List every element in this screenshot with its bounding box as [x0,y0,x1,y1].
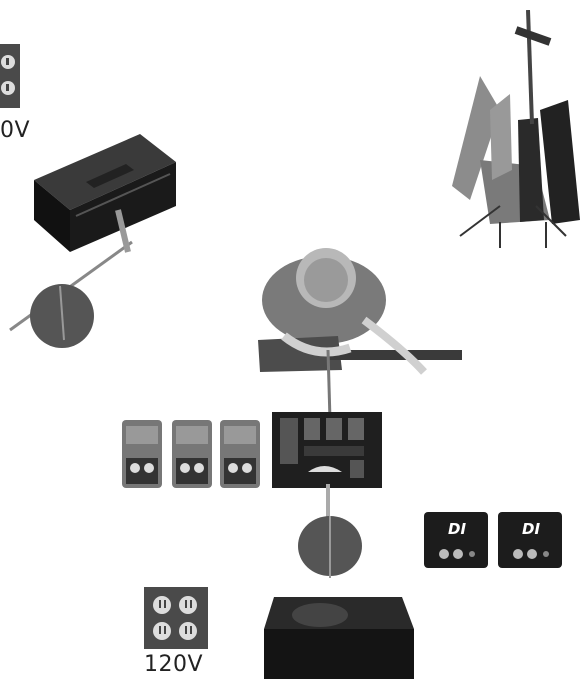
pedalboard-icon [270,410,384,490]
guitarist-icon [254,240,464,390]
outlet-icon [0,44,20,108]
pedal-icon-1 [120,418,164,490]
di-box-icon-2: DI [496,510,564,570]
di-label-2: DI [522,520,540,538]
pedal-icon-3 [218,418,262,490]
pedal-icon-2 [170,418,214,490]
di-box-icon-1: DI [422,510,490,570]
outlet-voltage-label-bottom: 120V [144,652,203,677]
di-label-1: DI [448,520,466,538]
outlet-voltage-label-top: 0V [0,118,30,143]
amp-mic-group [0,190,150,360]
guitar-stand-icon [440,10,586,250]
wedge-mic-group [292,484,372,580]
outlet-icon [142,585,210,651]
wedge-monitor-icon [260,595,416,679]
outlet-top-left [0,44,20,108]
